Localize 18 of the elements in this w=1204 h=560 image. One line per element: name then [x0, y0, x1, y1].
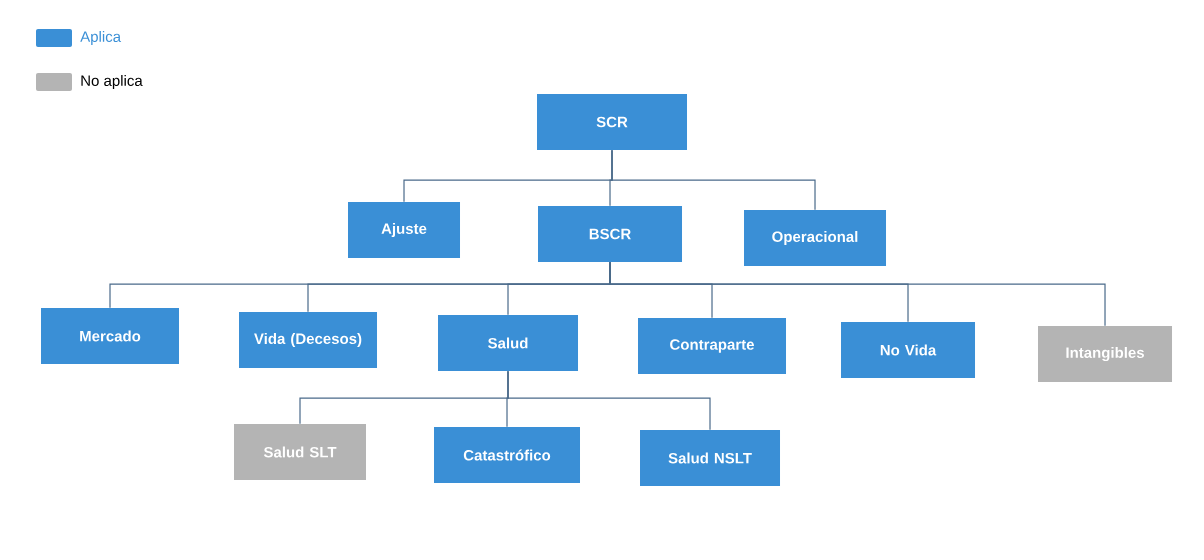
process-box: Salud NSLT [640, 430, 780, 486]
process-box: SCR [537, 94, 687, 150]
connector [507, 370, 711, 431]
process-box: Catastrófico [434, 427, 580, 483]
process-box: Salud SLT [234, 424, 366, 480]
process-box: Intangibles [1038, 326, 1172, 382]
legend-text: No aplica [81, 75, 143, 89]
process-box: Operacional [744, 210, 886, 266]
process-box: Contraparte [638, 318, 786, 374]
process-box: Vida (Decesos) [239, 312, 377, 368]
process-box: BSCR [538, 206, 682, 262]
connector [609, 261, 1106, 327]
legend-text: Aplica [80, 31, 122, 45]
process-box: Ajuste [348, 202, 460, 258]
process-box: Mercado [41, 308, 179, 364]
process-box: No Vida [841, 322, 975, 378]
connector [611, 149, 816, 211]
process-box: Salud [438, 315, 578, 371]
